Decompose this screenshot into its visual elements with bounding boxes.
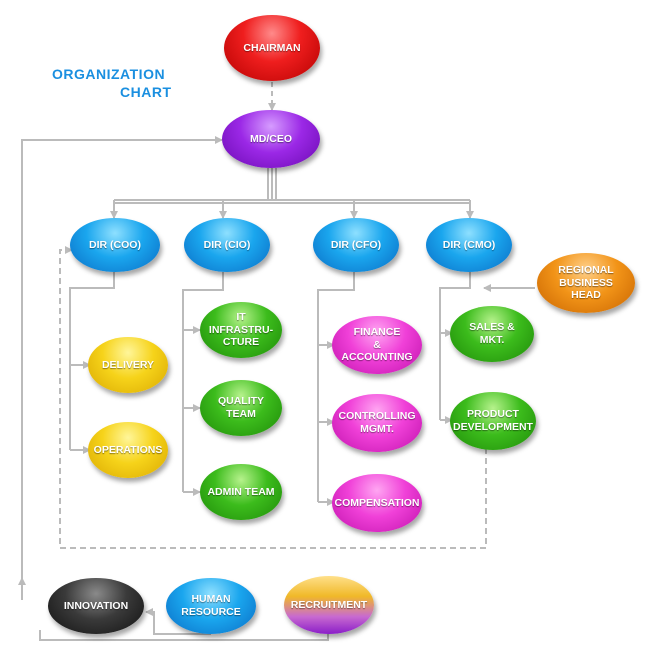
node-human-resource-label: HUMAN RESOURCE [181, 593, 241, 618]
node-chairman-label: CHAIRMAN [243, 41, 301, 54]
node-delivery-label: DELIVERY [101, 358, 155, 371]
ceo-trunk-line [267, 168, 277, 200]
innovation-feedback-line [21, 136, 223, 600]
node-admin-team[interactable]: ADMIN TEAM [200, 464, 282, 520]
node-dir-cio-label: DIR (CIO) [203, 238, 251, 251]
node-regional-business-head-label: REGIONAL BUSINESS HEAD [558, 264, 614, 302]
node-dir-cfo-label: DIR (CFO) [330, 238, 382, 251]
node-dir-coo-label: DIR (COO) [89, 238, 141, 251]
chart-title-line1: ORGANIZATION [52, 66, 166, 82]
node-operations-label: OPERATIONS [93, 443, 163, 456]
node-admin-team-label: ADMIN TEAM [207, 485, 275, 498]
node-it-infrastructure-label: IT INFRASTRU- CTURE [208, 311, 274, 349]
node-innovation-label: INNOVATION [63, 599, 129, 612]
recruitment-bottom-line [39, 630, 329, 641]
node-operations[interactable]: OPERATIONS [88, 422, 168, 478]
node-compensation[interactable]: COMPENSATION [332, 474, 422, 532]
node-chairman[interactable]: CHAIRMAN [224, 15, 320, 81]
node-human-resource[interactable]: HUMAN RESOURCE [166, 578, 256, 634]
coo-branch-line [69, 272, 115, 450]
node-recruitment-label: RECRUITMENT [290, 598, 368, 611]
node-controlling-mgmt[interactable]: CONTROLLING MGMT. [332, 394, 422, 452]
node-innovation[interactable]: INNOVATION [48, 578, 144, 634]
node-dir-cfo[interactable]: DIR (CFO) [313, 218, 399, 272]
node-recruitment[interactable]: RECRUITMENT [284, 576, 374, 634]
node-dir-cmo[interactable]: DIR (CMO) [426, 218, 512, 272]
node-quality-team-label: QUALITY TEAM [217, 395, 265, 420]
node-product-development-label: PRODUCT DEVELOPMENT [453, 408, 533, 433]
node-controlling-mgmt-label: CONTROLLING MGMT. [338, 410, 416, 435]
chart-title-line2: CHART [120, 84, 172, 100]
cio-branch-line [182, 272, 224, 492]
node-quality-team[interactable]: QUALITY TEAM [200, 380, 282, 436]
cfo-branch-line [317, 272, 355, 502]
node-dir-coo[interactable]: DIR (COO) [70, 218, 160, 272]
node-sales-mkt[interactable]: SALES & MKT. [450, 306, 534, 362]
node-md-ceo[interactable]: MD/CEO [222, 110, 320, 168]
cmo-branch-line [439, 272, 471, 420]
node-delivery[interactable]: DELIVERY [88, 337, 168, 393]
node-dir-cio[interactable]: DIR (CIO) [184, 218, 270, 272]
node-finance-accounting-label: FINANCE & ACCOUNTING [341, 326, 413, 364]
director-bus-line [114, 199, 470, 204]
node-compensation-label: COMPENSATION [334, 496, 420, 509]
node-finance-accounting[interactable]: FINANCE & ACCOUNTING [332, 316, 422, 374]
product-feedback-line [59, 246, 487, 549]
node-product-development[interactable]: PRODUCT DEVELOPMENT [450, 392, 536, 450]
node-sales-mkt-label: SALES & MKT. [469, 321, 515, 346]
node-it-infrastructure[interactable]: IT INFRASTRU- CTURE [200, 302, 282, 358]
node-regional-business-head[interactable]: REGIONAL BUSINESS HEAD [537, 253, 635, 313]
node-md-ceo-label: MD/CEO [250, 132, 292, 145]
node-dir-cmo-label: DIR (CMO) [442, 238, 496, 251]
